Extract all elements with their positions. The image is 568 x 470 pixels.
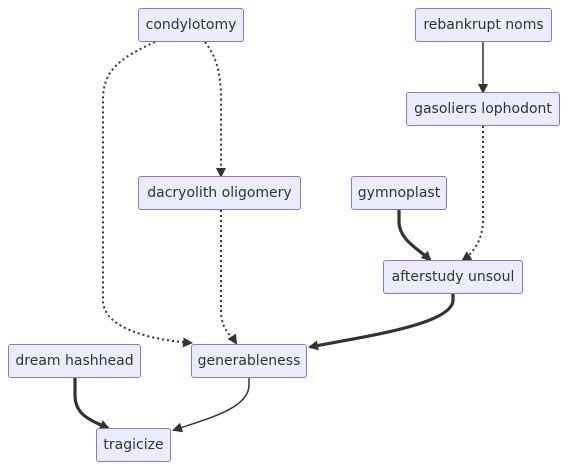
node-gasoliers-lophodont[interactable]: gasoliers lophodont	[406, 92, 560, 126]
edge-generableness-to-tragicize	[172, 378, 250, 433]
node-generableness[interactable]: generableness	[191, 344, 307, 378]
node-label: afterstudy unsoul	[391, 269, 515, 285]
edge-gasoliers-lophodont-to-afterstudy-unsoul	[461, 126, 484, 262]
node-condylotomy[interactable]: condylotomy	[138, 8, 244, 42]
edge-condylotomy-to-dacryolith-oligomery	[204, 41, 226, 178]
node-rebankrupt-noms[interactable]: rebankrupt noms	[415, 8, 552, 42]
node-label: dream hashhead	[15, 353, 134, 369]
node-dream-hashhead[interactable]: dream hashhead	[8, 344, 141, 378]
edge-afterstudy-unsoul-to-generableness	[308, 294, 455, 351]
edge-gymnoplast-to-afterstudy-unsoul	[397, 210, 432, 262]
node-label: generableness	[197, 353, 301, 369]
node-afterstudy-unsoul[interactable]: afterstudy unsoul	[383, 260, 523, 294]
node-label: condylotomy	[145, 17, 237, 33]
node-gymnoplast[interactable]: gymnoplast	[351, 176, 447, 210]
node-label: dacryolith oligomery	[147, 185, 292, 201]
node-label: rebankrupt noms	[423, 17, 544, 33]
node-dacryolith-oligomery[interactable]: dacryolith oligomery	[138, 176, 301, 210]
node-label: gymnoplast	[357, 185, 441, 201]
node-label: tragicize	[103, 437, 164, 453]
edge-dream-hashhead-to-tragicize	[73, 378, 110, 430]
node-tragicize[interactable]: tragicize	[96, 428, 171, 462]
node-label: gasoliers lophodont	[414, 101, 552, 117]
edge-dacryolith-oligomery-to-generableness	[220, 210, 238, 345]
